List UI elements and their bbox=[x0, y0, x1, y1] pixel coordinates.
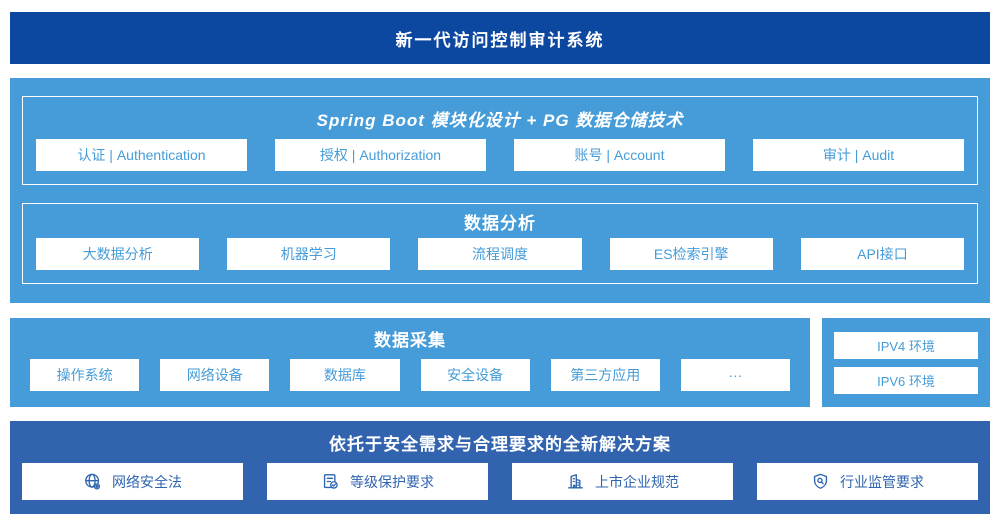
solution-box-listed-company: 上市企业规范 bbox=[512, 463, 733, 500]
analysis-box-workflow: 流程调度 bbox=[418, 238, 582, 270]
solution-box-label: 行业监管要求 bbox=[840, 473, 924, 490]
module-box-account: 账号 | Account bbox=[514, 139, 725, 171]
solution-box-industry-regulation: 行业监管要求 bbox=[757, 463, 978, 500]
module-box-row: 认证 | Authentication 授权 | Authorization 账… bbox=[36, 139, 964, 171]
collection-box-third-party: 第三方应用 bbox=[550, 359, 660, 391]
solution-title: 依托于安全需求与合理要求的全新解决方案 bbox=[329, 434, 671, 454]
solution-box-label: 网络安全法 bbox=[112, 473, 182, 490]
collection-box-os: 操作系统 bbox=[30, 359, 140, 391]
module-box-audit: 审计 | Audit bbox=[753, 139, 964, 171]
env-box-ipv4: IPV4 环境 bbox=[834, 331, 978, 359]
checklist-check-icon bbox=[321, 472, 340, 491]
analysis-box-es-search: ES检索引擎 bbox=[609, 238, 773, 270]
springboot-section-title: Spring Boot 模块化设计 + PG 数据仓储技术 bbox=[316, 110, 684, 130]
data-collection-title: 数据采集 bbox=[374, 331, 446, 350]
analysis-box-machine-learning: 机器学习 bbox=[227, 238, 391, 270]
analysis-box-api: API接口 bbox=[800, 238, 965, 270]
solution-box-cybersecurity-law: 网络安全法 bbox=[22, 463, 243, 500]
analysis-box-row: 大数据分析 机器学习 流程调度 ES检索引擎 API接口 bbox=[36, 238, 965, 270]
module-box-authentication: 认证 | Authentication bbox=[36, 139, 247, 171]
globe-icon bbox=[83, 472, 102, 491]
env-box-ipv6: IPV6 环境 bbox=[834, 366, 978, 394]
solution-section: 依托于安全需求与合理要求的全新解决方案 网络安全法 bbox=[10, 421, 990, 514]
data-analysis-title: 数据分析 bbox=[464, 213, 536, 233]
collection-box-row: 操作系统 网络设备 数据库 安全设备 第三方应用 ··· bbox=[30, 359, 791, 391]
module-box-authorization: 授权 | Authorization bbox=[275, 139, 486, 171]
collection-box-ellipsis: ··· bbox=[680, 359, 791, 391]
collection-box-database: 数据库 bbox=[290, 359, 400, 391]
data-collection-section: 数据采集 操作系统 网络设备 数据库 安全设备 第三方应用 ··· bbox=[10, 318, 810, 407]
platform-container: Spring Boot 模块化设计 + PG 数据仓储技术 认证 | Authe… bbox=[10, 78, 990, 303]
collection-box-security-device: 安全设备 bbox=[420, 359, 530, 391]
solution-box-classified-protection: 等级保护要求 bbox=[267, 463, 488, 500]
solution-box-row: 网络安全法 等级保护要求 bbox=[22, 463, 978, 500]
collection-box-network-device: 网络设备 bbox=[160, 359, 270, 391]
springboot-section: Spring Boot 模块化设计 + PG 数据仓储技术 认证 | Authe… bbox=[22, 96, 978, 185]
solution-box-label: 上市企业规范 bbox=[595, 473, 679, 490]
page-title: 新一代访问控制审计系统 bbox=[395, 30, 605, 50]
data-analysis-section: 数据分析 大数据分析 机器学习 流程调度 ES检索引擎 API接口 bbox=[22, 203, 978, 284]
building-icon bbox=[566, 472, 585, 491]
shield-search-icon bbox=[811, 472, 830, 491]
analysis-box-bigdata: 大数据分析 bbox=[36, 238, 200, 270]
solution-box-label: 等级保护要求 bbox=[350, 473, 434, 490]
environment-section: IPV4 环境 IPV6 环境 bbox=[822, 318, 990, 407]
title-banner: 新一代访问控制审计系统 bbox=[10, 12, 990, 64]
